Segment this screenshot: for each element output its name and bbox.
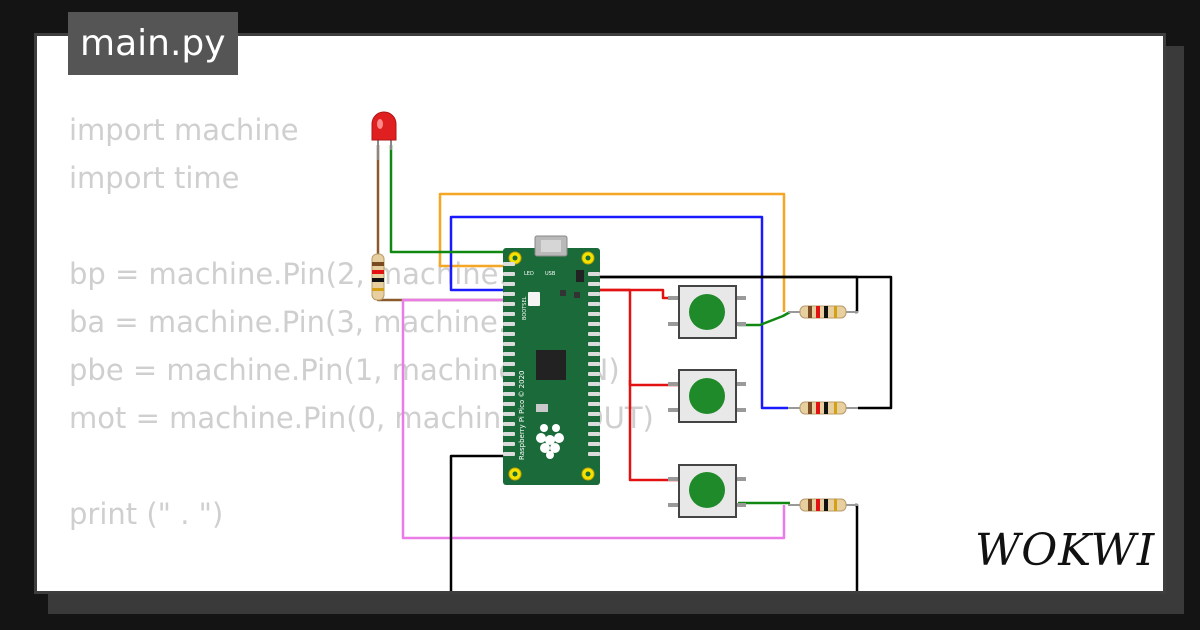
- wire-green-b1: [738, 310, 791, 327]
- resistor-icon: [788, 305, 858, 319]
- wire-orange: [438, 192, 786, 312]
- wire-pink: [401, 298, 786, 540]
- wire-red-3: [628, 380, 680, 482]
- wire-red-2: [596, 288, 680, 387]
- resistor-icon: [788, 401, 858, 415]
- wokwi-logo: WOKWI: [975, 525, 1156, 576]
- raspberry-logo-icon: [536, 424, 564, 459]
- board-label-usb: USB: [545, 271, 556, 277]
- board-label-bootsel: BOOTSEL: [522, 296, 528, 320]
- resistor-icon: [371, 253, 385, 301]
- resistor-icon: [788, 498, 858, 512]
- pushbutton-icon[interactable]: [668, 464, 746, 518]
- wire-green-led: [389, 145, 518, 254]
- file-tab[interactable]: main.py: [68, 12, 238, 75]
- pico-board: LED USB BOOTSEL Raspberry Pi Pico © 2020: [503, 235, 600, 485]
- wire-black-bottom: [449, 454, 518, 591]
- pushbutton-icon[interactable]: [668, 285, 746, 339]
- wire-brown: [376, 145, 518, 302]
- board-label-led: LED: [524, 271, 534, 277]
- pushbutton-icon[interactable]: [668, 369, 746, 423]
- code-line: import time: [69, 161, 240, 195]
- code-line: import machine: [69, 113, 299, 147]
- board-name: Raspberry Pi Pico © 2020: [518, 371, 526, 461]
- led-icon: [371, 111, 397, 160]
- wire-blue: [449, 215, 788, 410]
- wire-black-bottom-right: [855, 503, 859, 591]
- code-line: print (" . "): [69, 497, 224, 531]
